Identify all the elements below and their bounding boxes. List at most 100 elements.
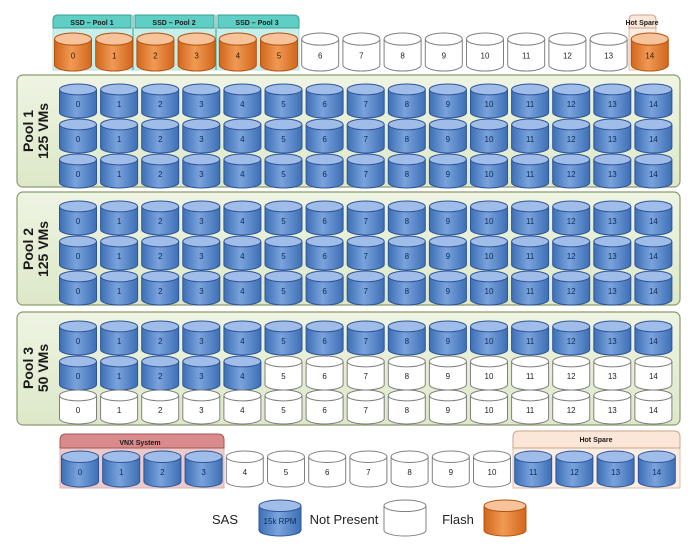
pool-2-row-2-disk-13-label: 13 bbox=[608, 252, 617, 261]
pool-2-row-2-disk-10-label: 10 bbox=[485, 252, 494, 261]
pool-2-row-1-disk-14-label: 14 bbox=[649, 217, 658, 226]
bottom-disk-6-label: 6 bbox=[325, 468, 330, 477]
pool-2-row-3-disk-10-label: 10 bbox=[485, 287, 494, 296]
pool-1-row-2-disk-4-label: 4 bbox=[240, 135, 245, 144]
top-disk-10: 10 bbox=[466, 32, 504, 72]
pool-3-row-2-disk-10-label: 10 bbox=[485, 372, 494, 381]
pool-2-row-2-disk-6-label: 6 bbox=[322, 252, 327, 261]
bottom-disk-9-label: 9 bbox=[449, 468, 454, 477]
top-disk-1: 1 bbox=[95, 32, 134, 72]
pool-3-row-3-disk-9: 9 bbox=[428, 389, 467, 425]
pool-1-row-3-disk-7: 7 bbox=[346, 153, 385, 189]
bottom-disk-8-label: 8 bbox=[407, 468, 412, 477]
pool-1-row-1-disk-6-label: 6 bbox=[322, 100, 327, 109]
top-disk-11: 11 bbox=[507, 32, 546, 72]
pool-1-row-3-disk-13: 13 bbox=[593, 153, 632, 189]
legend-empty-cylinder bbox=[383, 499, 427, 537]
bottom-disk-11: 11 bbox=[514, 450, 553, 488]
pool-2-row-1-disk-7-label: 7 bbox=[363, 217, 368, 226]
legend-flash-cylinder bbox=[483, 499, 527, 537]
legend-not-present-disk bbox=[383, 499, 427, 537]
top-disk-9-label: 9 bbox=[442, 51, 447, 60]
top-disk-13: 13 bbox=[589, 32, 628, 72]
bottom-disk-7-label: 7 bbox=[366, 468, 371, 477]
pool-2-vms: 125 VMs bbox=[35, 221, 51, 277]
pool-1-row-2-disk-12: 12 bbox=[552, 118, 591, 154]
pool-3-row-2-disk-13: 13 bbox=[593, 355, 632, 391]
pool-1-row-1-disk-4-label: 4 bbox=[240, 100, 245, 109]
pool-1-row-2-disk-6: 6 bbox=[305, 118, 344, 154]
pool-1-row-3-disk-9-label: 9 bbox=[446, 170, 451, 179]
pool-1-row-1-disk-5-label: 5 bbox=[281, 100, 286, 109]
pool-1-vms: 125 VMs bbox=[35, 103, 51, 159]
pool-3-row-2-disk-0: 0 bbox=[59, 355, 97, 391]
pool-3-row-3-disk-1-label: 1 bbox=[117, 406, 122, 415]
top-disk-5: 5 bbox=[260, 32, 298, 72]
pool-1-row-1-disk-2-label: 2 bbox=[158, 100, 163, 109]
pool-1-row-1-disk-12: 12 bbox=[552, 83, 591, 119]
top-disk-3: 3 bbox=[177, 32, 216, 72]
pool-1-row-2-disk-10-label: 10 bbox=[485, 135, 494, 144]
pool-1-row-3-disk-3-label: 3 bbox=[199, 170, 204, 179]
ssd-pool-2-label: SSD – Pool 2 bbox=[152, 20, 195, 27]
pool-2-row-3-disk-2: 2 bbox=[141, 270, 180, 306]
pool-3-row-3-disk-7: 7 bbox=[346, 389, 385, 425]
pool-3-row-2-disk-12-label: 12 bbox=[567, 372, 576, 381]
pool-3-row-3-disk-2: 2 bbox=[141, 389, 180, 425]
pool-1-row-2-disk-14-label: 14 bbox=[649, 135, 658, 144]
pool-1-row-3-disk-6-label: 6 bbox=[322, 170, 327, 179]
ssd-pool-3-label: SSD – Pool 3 bbox=[235, 20, 278, 27]
pool-3-row-2-disk-7-label: 7 bbox=[363, 372, 368, 381]
top-disk-0-label: 0 bbox=[71, 51, 76, 60]
pool-1-row-1-disk-13-label: 13 bbox=[608, 100, 617, 109]
pool-3-row-1-disk-1: 1 bbox=[100, 320, 139, 356]
pool-2-row-1-disk-6: 6 bbox=[305, 200, 344, 236]
pool-3-row-2-disk-3: 3 bbox=[182, 355, 221, 391]
bottom-disk-11-label: 11 bbox=[529, 468, 538, 477]
pool-3-row-2-disk-6: 6 bbox=[305, 355, 344, 391]
pool-2-row-1-disk-0-label: 0 bbox=[76, 217, 81, 226]
pool-2-row-3-disk-10: 10 bbox=[470, 270, 508, 306]
pool-3-row-1-disk-14: 14 bbox=[634, 320, 673, 356]
pool-3-row-2-disk-9: 9 bbox=[428, 355, 467, 391]
pool-2-row-2-disk-7-label: 7 bbox=[363, 252, 368, 261]
pool-2-row-1-disk-10: 10 bbox=[470, 200, 508, 236]
pool-3-row-3-disk-11-label: 11 bbox=[526, 406, 535, 415]
pool-3-row-2-disk-14: 14 bbox=[634, 355, 673, 391]
pool-3-row-1-disk-2: 2 bbox=[141, 320, 180, 356]
pool-2-row-3-disk-0-label: 0 bbox=[76, 287, 81, 296]
pool-3-row-1-disk-6-label: 6 bbox=[322, 337, 327, 346]
pool-3-row-1-disk-8: 8 bbox=[387, 320, 426, 356]
pool-1-row-2-disk-1: 1 bbox=[100, 118, 139, 154]
bottom-disk-10: 10 bbox=[473, 450, 511, 488]
top-disk-8-label: 8 bbox=[400, 51, 405, 60]
pool-1-row-3-disk-13-label: 13 bbox=[608, 170, 617, 179]
pool-3-row-3-disk-13-label: 13 bbox=[608, 406, 617, 415]
bottom-disk-12: 12 bbox=[555, 450, 594, 488]
pool-1-title: Pool 1 bbox=[20, 110, 36, 152]
legend-sas-disk: 15k RPM bbox=[258, 499, 302, 537]
pool-1-row-2-disk-14: 14 bbox=[634, 118, 673, 154]
pool-2-row-3-disk-0: 0 bbox=[59, 270, 97, 306]
pool-3-row-1-disk-7-label: 7 bbox=[363, 337, 368, 346]
pool-2-row-1-disk-8: 8 bbox=[387, 200, 426, 236]
pool-3-row-1-disk-3: 3 bbox=[182, 320, 221, 356]
pool-1-row-1-disk-13: 13 bbox=[593, 83, 632, 119]
bottom-disk-14-label: 14 bbox=[652, 468, 661, 477]
top-disk-2-label: 2 bbox=[153, 51, 158, 60]
pool-1-row-3-disk-2-label: 2 bbox=[158, 170, 163, 179]
pool-1-row-3-disk-12-label: 12 bbox=[567, 170, 576, 179]
bottom-disk-2-label: 2 bbox=[160, 468, 165, 477]
bottom-disk-3: 3 bbox=[184, 450, 223, 488]
pool-2-row-2-disk-14: 14 bbox=[634, 235, 673, 271]
pool-3-row-3-disk-1: 1 bbox=[100, 389, 139, 425]
top-disk-12: 12 bbox=[548, 32, 587, 72]
pool-1-row-1-disk-4: 4 bbox=[223, 83, 262, 119]
pool-3-title: Pool 3 bbox=[20, 347, 36, 389]
pool-3-row-1-disk-10-label: 10 bbox=[485, 337, 494, 346]
top-disk-14-label: 14 bbox=[645, 51, 654, 60]
pool-3-row-3-disk-11: 11 bbox=[511, 389, 550, 425]
pool-3-row-1-disk-0-label: 0 bbox=[76, 337, 81, 346]
